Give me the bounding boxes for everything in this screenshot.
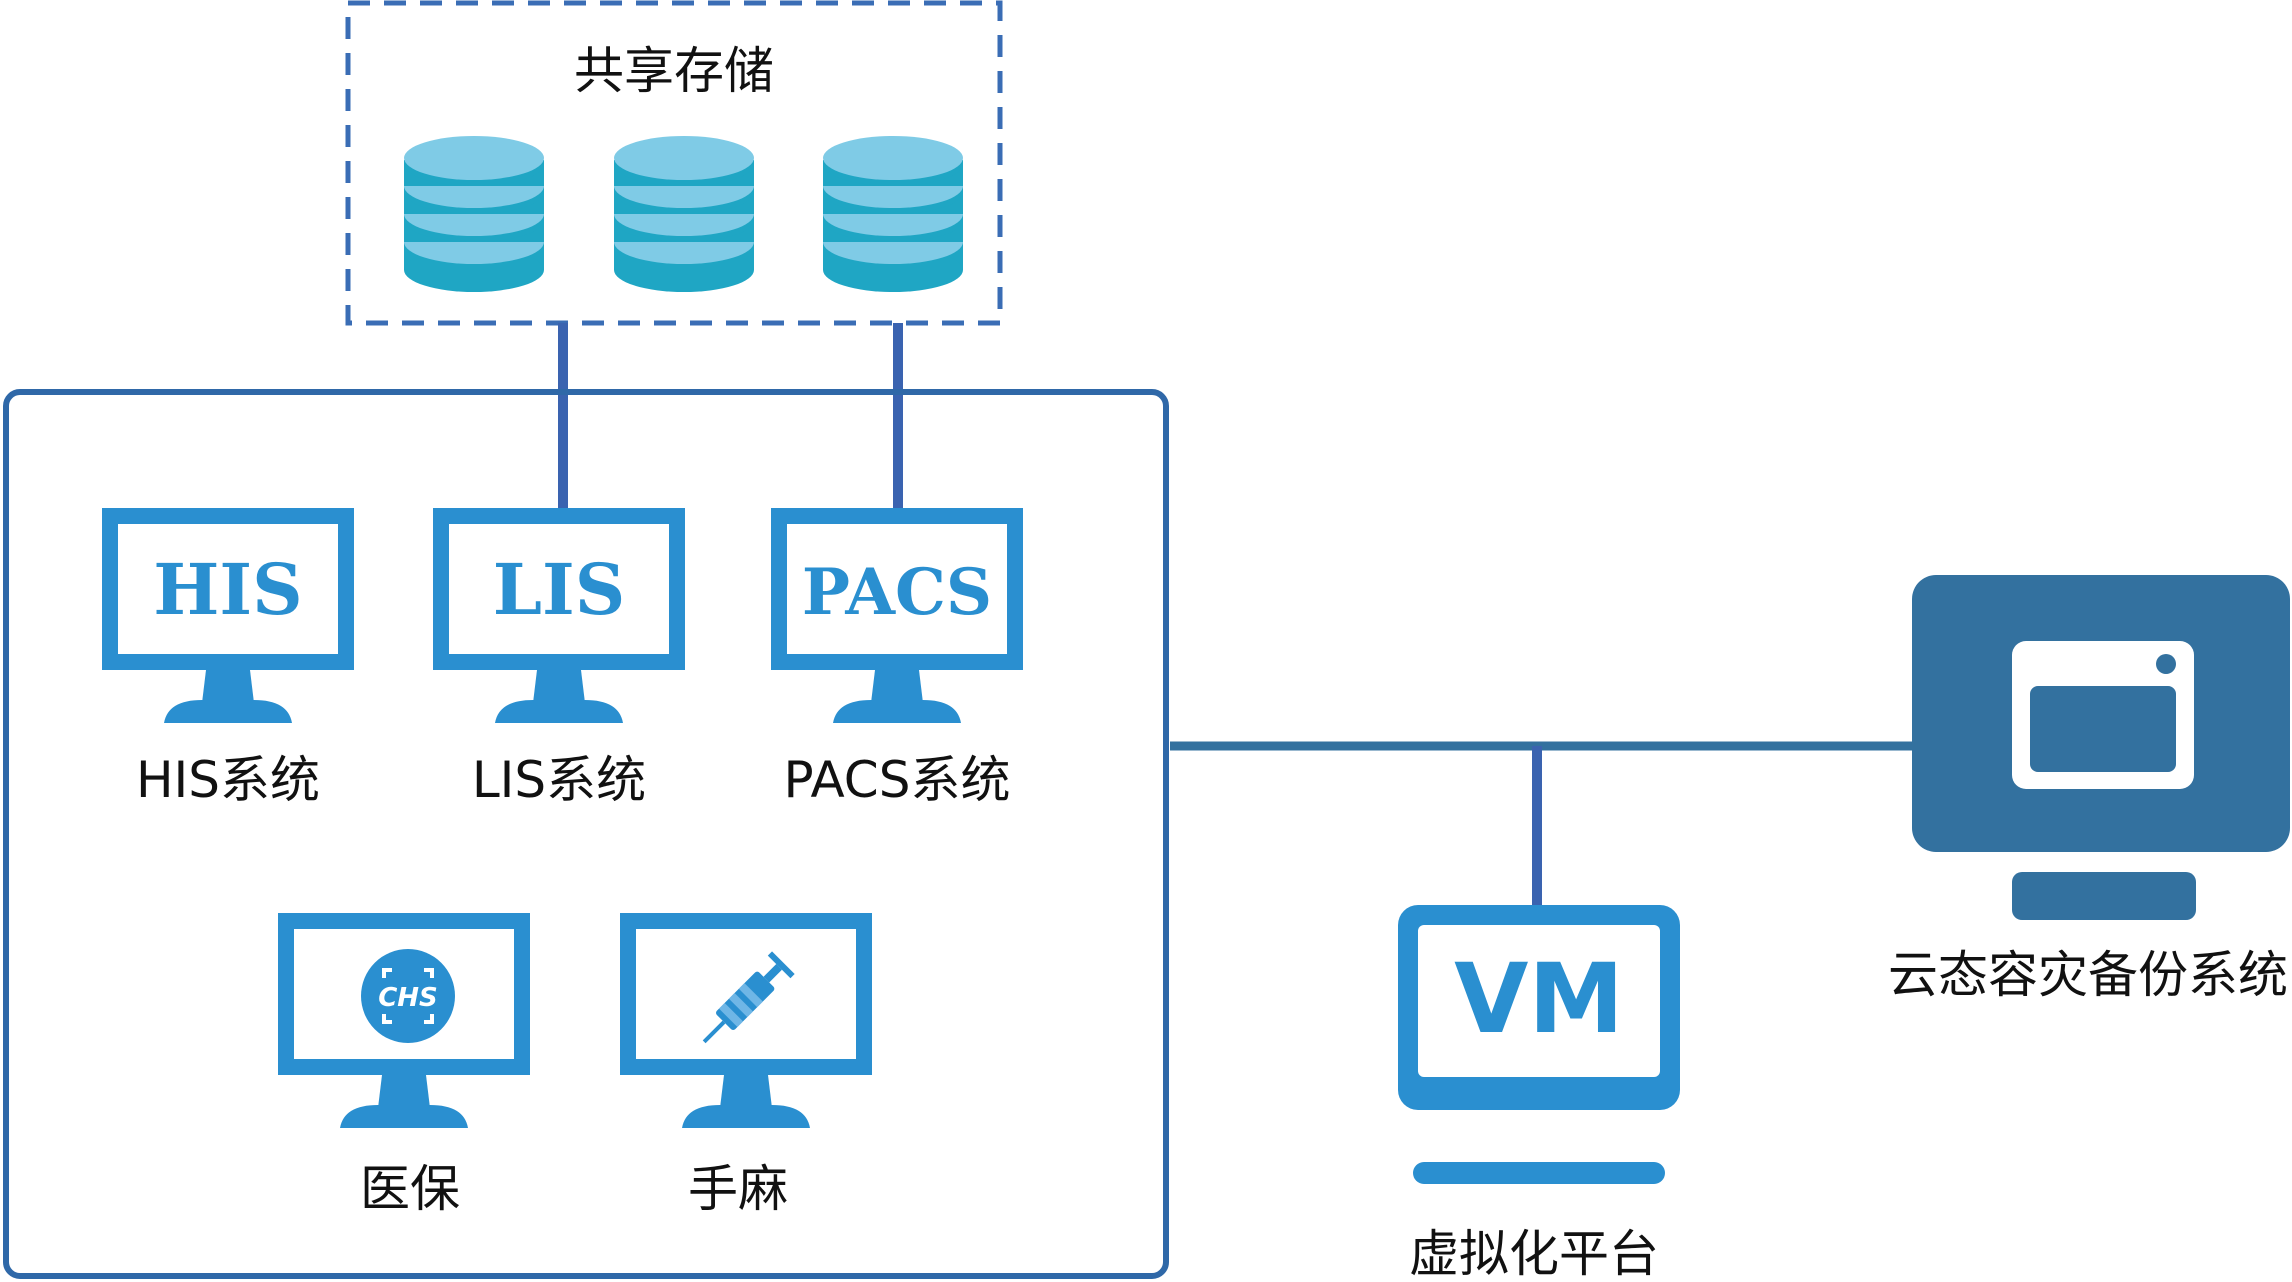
backup-label: 云态容灾备份系统 <box>1888 946 2288 1004</box>
lis-monitor: LIS LIS系统 <box>433 508 685 809</box>
monitor-icon <box>620 913 872 1128</box>
chs-logo-icon: CHS <box>361 949 455 1043</box>
vm-label: 虚拟化平台 <box>1409 1225 1659 1282</box>
insurance-monitor: CHS 医保 <box>278 913 530 1218</box>
lis-screen-text: LIS <box>493 548 626 631</box>
monitor-icon <box>1398 905 1680 1184</box>
pacs-screen-text: PACS <box>802 555 992 630</box>
vm-monitor: VM 虚拟化平台 <box>1398 905 1680 1282</box>
pacs-label: PACS系统 <box>784 751 1011 809</box>
database-icon <box>404 136 544 292</box>
shared-storage-group: 共享存储 <box>345 0 1003 326</box>
storage-title: 共享存储 <box>574 42 774 100</box>
insurance-label: 医保 <box>360 1160 460 1218</box>
database-icon <box>823 136 963 292</box>
lis-label: LIS系统 <box>472 751 646 809</box>
database-icon <box>614 136 754 292</box>
pacs-monitor: PACS PACS系统 <box>771 508 1023 809</box>
his-label: HIS系统 <box>136 751 320 809</box>
hospital-systems-panel <box>3 389 1169 1279</box>
his-monitor: HIS HIS系统 <box>102 508 354 809</box>
window-monitor-icon <box>1912 575 2290 920</box>
anesthesia-label: 手麻 <box>688 1160 788 1218</box>
his-screen-text: HIS <box>153 548 302 631</box>
svg-text:CHS: CHS <box>378 983 438 1013</box>
vm-screen-text: VM <box>1454 943 1624 1055</box>
backup-system: 云态容灾备份系统 <box>1888 575 2290 1004</box>
anesthesia-monitor: 手麻 <box>620 913 872 1218</box>
syringe-icon <box>702 951 795 1044</box>
